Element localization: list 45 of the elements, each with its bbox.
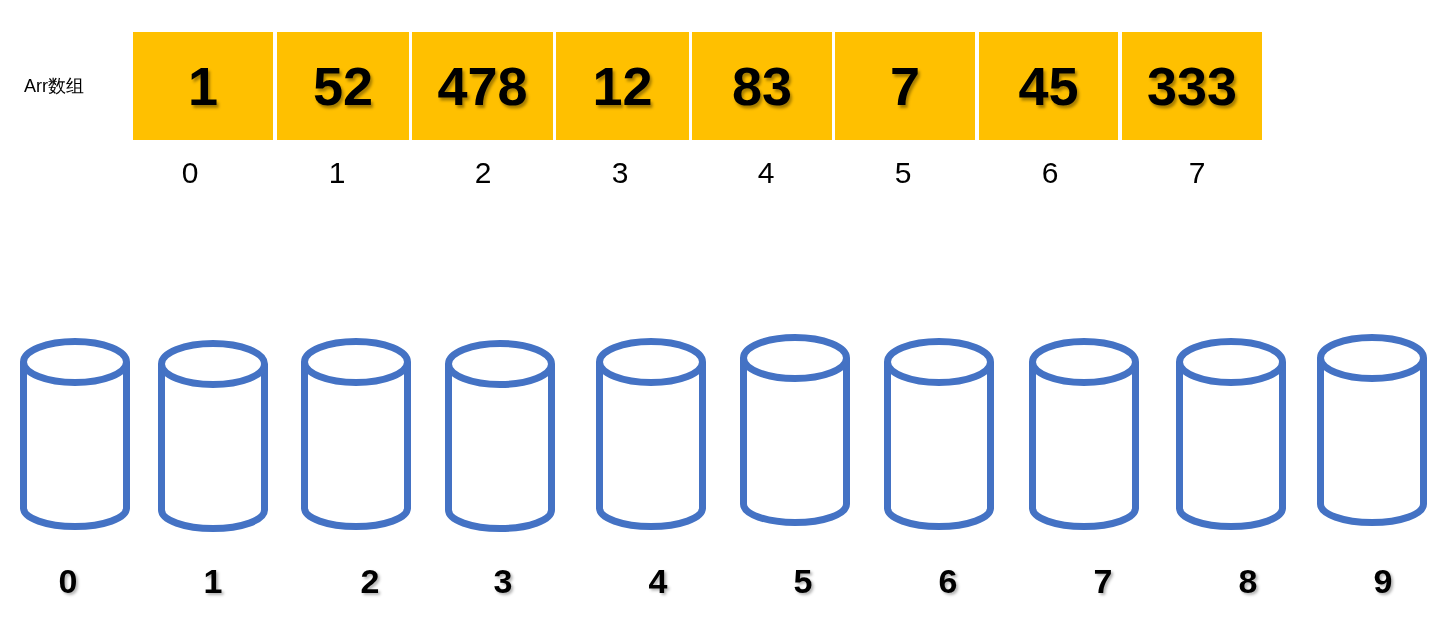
index-number: 1 xyxy=(328,156,346,190)
array-value: 52 xyxy=(312,55,374,117)
index-number: 5 xyxy=(894,156,912,190)
bucket-number: 7 xyxy=(1093,562,1113,601)
bucket-cylinder xyxy=(740,336,850,526)
bucket-cylinder xyxy=(884,340,994,530)
array-cell xyxy=(133,32,273,140)
bucket-number: 8 xyxy=(1238,562,1258,601)
bucket-number: 6 xyxy=(938,562,958,601)
index-number: 6 xyxy=(1041,156,1059,190)
bucket-number: 0 xyxy=(58,562,78,601)
array-value: 1 xyxy=(187,55,218,117)
bucket-cylinder xyxy=(445,342,555,532)
bucket-cylinder xyxy=(158,342,268,532)
bucket-number: 9 xyxy=(1373,562,1393,601)
bucket-cylinder xyxy=(596,340,706,530)
bucket-cylinder xyxy=(1317,336,1427,526)
index-number: 2 xyxy=(474,156,492,190)
array-name-label: Arr数组 xyxy=(24,75,84,98)
bucket-cylinder xyxy=(1029,340,1139,530)
index-number: 4 xyxy=(757,156,775,190)
index-number: 7 xyxy=(1188,156,1206,190)
array-cell xyxy=(835,32,975,140)
array-cell xyxy=(979,32,1118,140)
bucket-cylinder xyxy=(301,340,411,530)
bucket-number: 4 xyxy=(648,562,668,601)
index-number: 3 xyxy=(611,156,629,190)
bucket-number: 3 xyxy=(493,562,513,601)
bucket-number: 5 xyxy=(793,562,813,601)
array-cell xyxy=(556,32,689,140)
array-value: 7 xyxy=(889,55,920,117)
bucket-number: 1 xyxy=(203,562,223,601)
array-value: 45 xyxy=(1018,55,1079,117)
array-cell xyxy=(277,32,409,140)
array-cell xyxy=(1122,32,1262,140)
array-value: 333 xyxy=(1146,55,1238,117)
array-value: 83 xyxy=(731,55,793,117)
array-cell xyxy=(412,32,553,140)
array-cell xyxy=(692,32,832,140)
bucket-number: 2 xyxy=(360,562,380,601)
array-value: 12 xyxy=(592,55,653,117)
bucket-cylinder xyxy=(20,340,130,530)
index-number: 0 xyxy=(181,156,199,190)
array-value: 478 xyxy=(437,55,528,117)
bucket-cylinder xyxy=(1176,340,1286,530)
